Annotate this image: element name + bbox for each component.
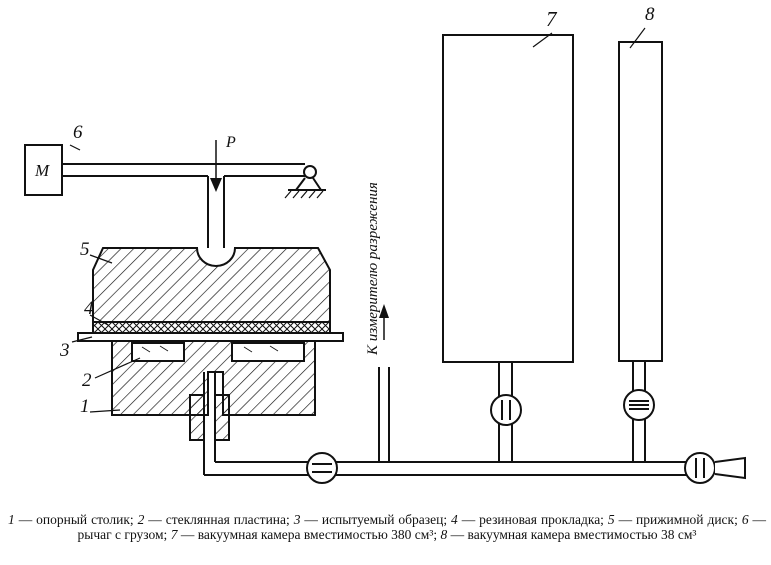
label-3: 3 [59,340,70,361]
valve-chamber-7 [490,394,522,426]
label-2: 2 [82,370,92,391]
rubber-gasket [92,321,331,334]
caption-number: 2 [137,512,145,527]
caption-text: — вакуумная камера вместимостью 38 см³ [447,527,697,542]
caption-text: — рычаг с грузом; [77,512,767,542]
motor-label: M [34,161,50,180]
lever [62,163,326,199]
glass-plates [131,342,305,362]
caption-text: — стеклянная пластина; [144,512,294,527]
label-5: 5 [80,239,90,260]
figure-caption: 1 — опорный столик; 2 — стеклянная пласт… [8,512,766,542]
force-label: P [225,134,236,151]
caption-text: — вакуумная камера вместимостью 380 см³; [177,527,441,542]
label-7: 7 [546,7,558,31]
valve-outlet [684,452,746,484]
label-6: 6 [73,122,83,143]
label-4: 4 [84,298,94,319]
caption-text: — опорный столик; [14,512,138,527]
valve-chamber-8 [623,389,655,421]
force-arrow [210,140,222,192]
label-8: 8 [645,4,655,25]
caption-text: — резиновая прокладка; [457,512,608,527]
label-1: 1 [80,396,90,417]
caption-number: 5 [607,512,615,527]
pipe-fitting [189,394,230,441]
valve-main [306,452,338,484]
caption-text: — прижимной диск; [614,512,742,527]
gauge-arrow [379,304,389,340]
caption-number: 3 [293,512,301,527]
caption-number: 7 [170,527,178,542]
pressing-disc [92,247,331,323]
caption-number: 6 [741,512,749,527]
vacuum-chamber-8 [618,41,663,362]
caption-number: 1 [8,512,15,527]
caption-text: — испытуемый образец; [300,512,452,527]
apparatus-diagram: M P [24,4,746,484]
caption-number: 8 [440,527,448,542]
test-sample [77,332,344,342]
vacuum-chamber-7 [442,34,574,363]
caption-number: 4 [451,512,458,527]
motor-box [24,144,63,196]
vacuum-gauge-note: К измерителю разрежения [365,182,381,356]
